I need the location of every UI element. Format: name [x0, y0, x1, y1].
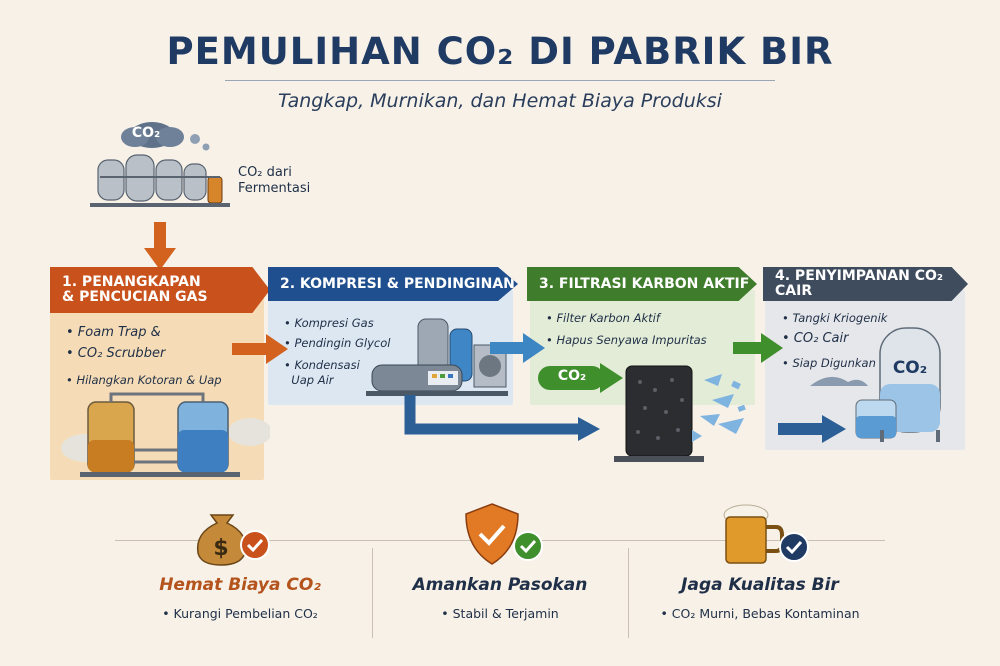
arrow-right-icon: [490, 333, 545, 363]
benefit-1-sub: • Kurangi Pembelian CO₂: [162, 606, 318, 621]
step-3-header: 3. FILTRASI KARBON AKTIF: [527, 267, 757, 301]
step-4-bullet: • Tangki Kriogenik: [782, 311, 888, 325]
arrow-right-icon: [778, 415, 846, 443]
step-2-header: 2. KOMPRESI & PENDINGINAN: [268, 267, 518, 301]
step-2-bullet: • Kondensasi Uap Air: [284, 358, 360, 387]
compressor-illustration: [366, 318, 508, 396]
tank-label: CO₂: [892, 358, 928, 378]
svg-text:$: $: [213, 536, 228, 561]
down-arrow-icon: [144, 222, 176, 270]
page-title: PEMULIHAN CO₂ DI PABRIK BIR: [166, 30, 834, 73]
money-bag-icon: $: [196, 514, 270, 566]
page-subtitle: Tangkap, Murnikan, dan Hemat Biaya Produ…: [278, 90, 722, 112]
co2-badge-arrow-icon: [538, 363, 623, 393]
shield-icon: [465, 503, 543, 565]
step-3-badge-label: CO₂: [557, 368, 587, 384]
source-cloud-label: CO₂: [131, 125, 161, 141]
benefit-2-sub: • Stabil & Terjamin: [441, 606, 559, 621]
title-rule: [225, 80, 775, 81]
step-1-note: • Hilangkan Kotoran & Uap: [66, 373, 222, 387]
benefit-3-sub: • CO₂ Murni, Bebas Kontaminan: [660, 606, 860, 621]
step-2-bullet: • Pendingin Glycol: [284, 336, 391, 350]
step-1-bullet: • CO₂ Scrubber: [66, 346, 166, 361]
step-1-header: 1. PENANGKAPAN & PENCUCIAN GAS: [50, 267, 270, 313]
benefit-2-title: Amankan Pasokan: [412, 575, 588, 595]
step-4-bullet: • Siap Digunkan: [782, 356, 876, 370]
arrow-right-icon: [733, 333, 783, 363]
source-label: CO₂ dari Fermentasi: [238, 165, 311, 196]
cryogenic-tank-illustration: [810, 327, 941, 442]
step-3-bullet: • Hapus Senyawa Impuritas: [546, 333, 707, 347]
beer-mug-icon: [723, 504, 809, 564]
connector-arrow-icon: [404, 395, 600, 441]
carbon-filter-illustration: [614, 365, 746, 462]
step-1-bullet: • Foam Trap &: [66, 325, 161, 340]
step-3-bullet: • Filter Karbon Aktif: [546, 311, 660, 325]
step-4-bullet: • CO₂ Cair: [782, 331, 849, 346]
fermentation-tanks-illustration: [90, 122, 230, 207]
benefit-1-title: Hemat Biaya CO₂: [159, 575, 321, 595]
scrubber-illustration: [61, 392, 270, 477]
step-4-header: 4. PENYIMPANAN CO₂ CAIR: [763, 267, 968, 301]
step-2-bullet: • Kompresi Gas: [284, 316, 374, 330]
arrow-right-icon: [232, 334, 288, 364]
benefit-3-title: Jaga Kualitas Bir: [681, 575, 839, 595]
benefit-divider: [628, 548, 629, 638]
benefit-divider: [372, 548, 373, 638]
